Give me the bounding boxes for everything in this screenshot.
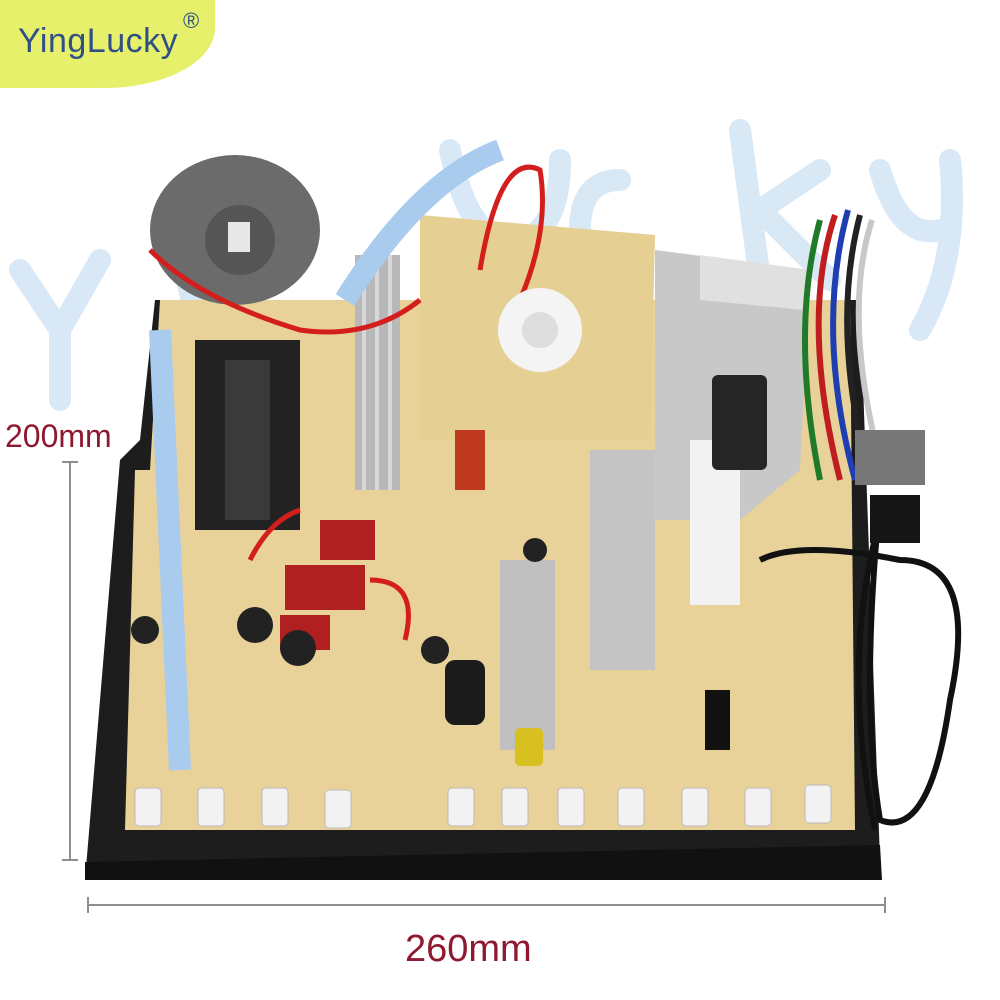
brand-logo: YingLucky [18, 22, 179, 60]
ic-chip [705, 690, 730, 750]
heatsink-center [500, 560, 555, 750]
width-label: 260mm [405, 928, 532, 970]
wire-connector [855, 430, 925, 485]
registered-mark: ® [183, 8, 200, 33]
height-label: 200mm [5, 418, 112, 454]
filter-capacitor [712, 375, 767, 470]
heatsink-right [590, 450, 655, 670]
